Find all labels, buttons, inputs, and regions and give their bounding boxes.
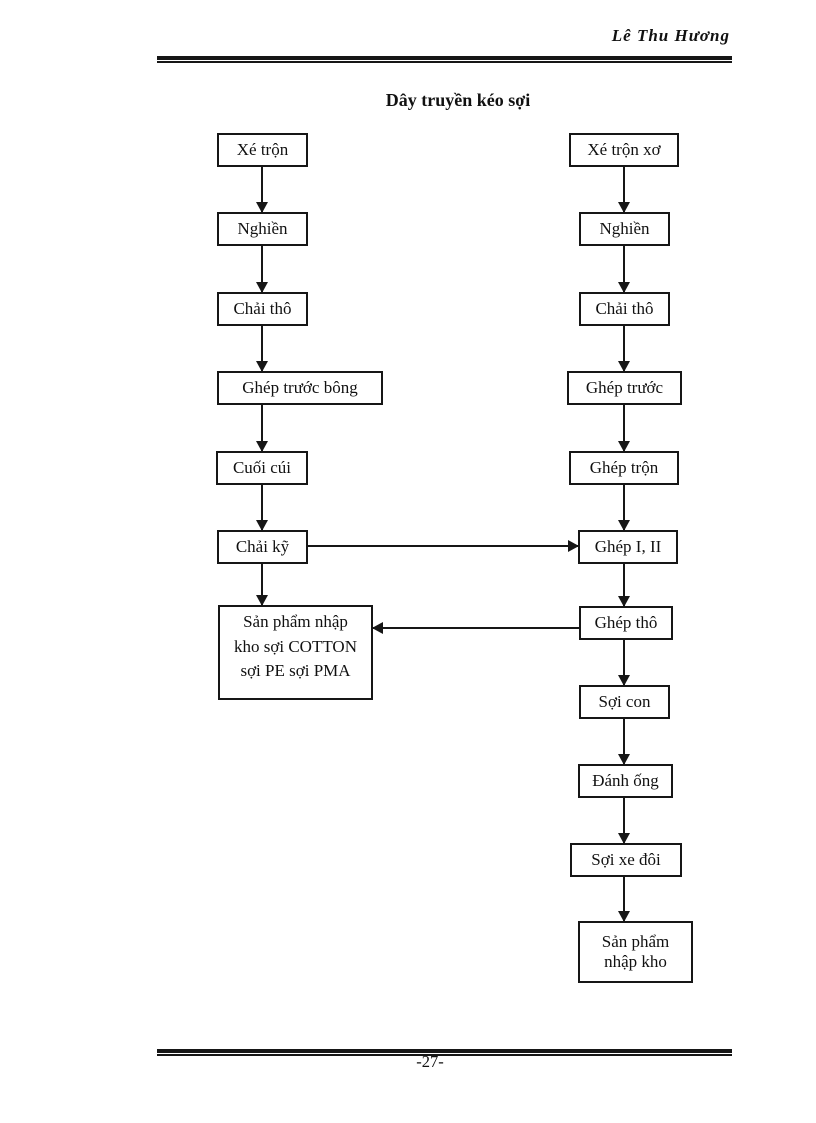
arrow-xe-tron-to-nghien [256, 167, 268, 213]
arrow-nghien-to-chai-tho-right [618, 246, 630, 293]
arrow-ghep-tho-to-soi-con [618, 640, 630, 686]
arrow-soi-xe-doi-to-san-pham [618, 877, 630, 922]
arrow-ghep-i-ii-to-ghep-tho [618, 564, 630, 607]
arrow-ghep-tho-to-san-pham-cotton [372, 622, 579, 634]
flow-box-cuoi-cui: Cuối cúi [216, 451, 308, 485]
arrow-chai-tho-to-ghep-truoc-bong [256, 326, 268, 372]
header-rule [157, 56, 732, 63]
flow-box-ghep-tron: Ghép trộn [569, 451, 679, 485]
flow-box-nghien-right: Nghiền [579, 212, 670, 246]
flow-box-san-pham-nhap-kho-soi: Sản phẩm nhập kho sợi COTTON sợi PE sợi … [218, 605, 373, 700]
arrow-cuoi-cui-to-chai-ky [256, 485, 268, 531]
flow-box-ghep-truoc: Ghép trước [567, 371, 682, 405]
flow-box-ghep-i-ii: Ghép I, II [578, 530, 678, 564]
footer-page-number: -27- [416, 1052, 444, 1071]
flow-box-soi-con: Sợi con [579, 685, 670, 719]
arrow-chai-tho-to-ghep-truoc [618, 326, 630, 372]
arrow-ghep-truoc-bong-to-cuoi-cui [256, 405, 268, 452]
arrow-ghep-tron-to-ghep-i-ii [618, 485, 630, 531]
header-author: Lê Thu Hương [611, 26, 730, 45]
flow-box-ghep-truoc-bong: Ghép trước bông [217, 371, 383, 405]
flow-box-chai-tho-left: Chải thô [217, 292, 308, 326]
flow-box-san-pham-nhap-kho: Sản phẩm nhập kho [578, 921, 693, 983]
arrow-soi-con-to-danh-ong [618, 719, 630, 765]
arrow-chai-ky-to-ghep-i-ii [308, 540, 579, 552]
flow-box-chai-tho-right: Chải thô [579, 292, 670, 326]
flow-box-ghep-tho: Ghép thô [579, 606, 673, 640]
arrow-danh-ong-to-soi-xe-doi [618, 798, 630, 844]
arrow-nghien-to-chai-tho-left [256, 246, 268, 293]
flow-box-danh-ong: Đánh ống [578, 764, 673, 798]
arrow-xe-tron-xo-to-nghien [618, 167, 630, 213]
diagram-title: Dây truyền kéo sợi [385, 90, 531, 110]
flow-box-xe-tron: Xé trộn [217, 133, 308, 167]
arrow-chai-ky-to-san-pham [256, 564, 268, 606]
flow-box-chai-ky: Chải kỹ [217, 530, 308, 564]
footer-rule [157, 1049, 732, 1056]
flow-box-xe-tron-xo: Xé trộn xơ [569, 133, 679, 167]
flow-box-nghien-left: Nghiền [217, 212, 308, 246]
arrow-ghep-truoc-to-ghep-tron [618, 405, 630, 452]
flow-box-soi-xe-doi: Sợi xe đôi [570, 843, 682, 877]
